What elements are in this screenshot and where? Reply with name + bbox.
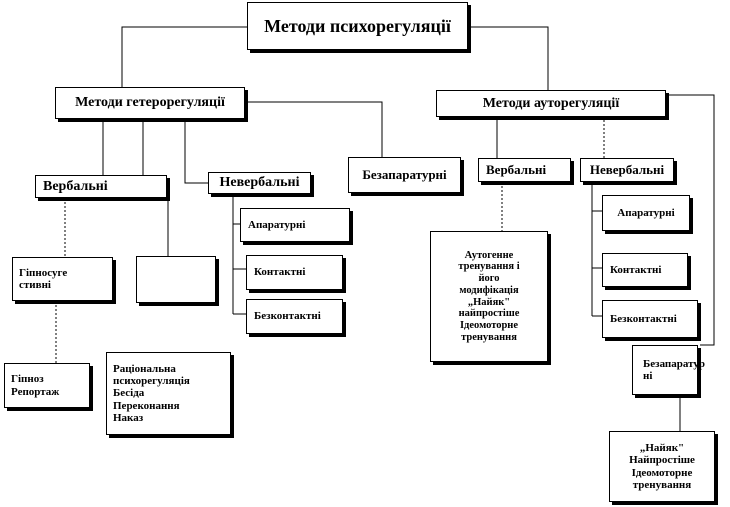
auto-non-apparatus-method: Найпростіше [629, 454, 695, 467]
non-apparatus-label: Безапаратурні [362, 166, 447, 182]
hetero-empty-box [136, 256, 216, 303]
auto-nonverbal-box: Невербальні [580, 158, 674, 182]
auto-verbal-label: Вербальні [486, 161, 547, 177]
rational-line: Наказ [113, 411, 144, 424]
autogenic-line: Ідеомоторне [459, 320, 519, 331]
hetero-contact-label: Контактні [254, 266, 306, 279]
hetero-nonverbal-box: Невербальні [208, 172, 311, 194]
rational-line: Раціональна [113, 362, 176, 375]
hetero-regulation-label: Методи гетерорегуляції [75, 95, 225, 111]
auto-contactless-label: Безконтактні [610, 312, 677, 325]
hetero-verbal-label: Вербальні [43, 178, 108, 194]
rational-line: психорегуляція [113, 375, 190, 388]
autogenic-line: тренування [461, 331, 517, 343]
auto-contact-label: Контактні [610, 263, 662, 276]
autogenic-line: найпростіше [458, 308, 520, 320]
auto-contactless-box: Безконтактні [602, 300, 698, 338]
auto-non-apparatus-method: тренування [632, 478, 692, 491]
root-box: Методи психорегуляції [247, 2, 468, 50]
hypno-method: Гіпноз [11, 373, 44, 386]
hetero-contactless-box: Безконтактні [246, 299, 343, 334]
connector-root-hetero [121, 26, 247, 90]
auto-non-apparatus-method: Ідеомоторне [631, 466, 693, 479]
auto-non-apparatus-line: Безапаратур [643, 357, 705, 370]
auto-nonverbal-label: Невербальні [589, 161, 665, 177]
auto-apparatus-box: Апаратурні [602, 195, 690, 231]
connector-auto-outer [666, 94, 715, 346]
hetero-hypno-box: Гіпносуге стивні [12, 257, 113, 301]
auto-non-apparatus-method: „Найяк" [639, 441, 685, 454]
connector-hetero-nonverbal [184, 120, 208, 184]
hetero-apparatus-label: Апаратурні [248, 218, 306, 231]
autogenic-line: „Найяк" [467, 296, 511, 308]
hetero-rational-box: Раціональна психорегуляція Бесіда Переко… [106, 352, 231, 435]
hetero-contactless-label: Безконтактні [254, 310, 321, 323]
auto-contact-box: Контактні [602, 253, 688, 287]
rational-line: Бесіда [113, 387, 145, 400]
hetero-nonverbal-label: Невербальні [219, 175, 300, 191]
auto-regulation-label: Методи ауторегуляції [482, 95, 620, 111]
hypno-line: стивні [19, 279, 51, 291]
autogenic-line: його [478, 273, 500, 284]
auto-non-apparatus-line: ні [643, 370, 653, 382]
auto-regulation-box: Методи ауторегуляції [436, 90, 666, 117]
connector-root-auto [468, 26, 549, 90]
non-apparatus-box: Безапаратурні [348, 157, 461, 193]
auto-autogenic-box: Аутогенне тренування і його модифікація … [430, 231, 548, 362]
rational-line: Переконання [113, 399, 180, 412]
hetero-contact-box: Контактні [246, 255, 343, 290]
hetero-hypno-methods-box: Гіпноз Репортаж [4, 363, 90, 408]
root-label: Методи психорегуляції [264, 15, 451, 36]
hetero-regulation-box: Методи гетерорегуляції [55, 87, 245, 119]
auto-verbal-box: Вербальні [478, 158, 571, 182]
hypno-line: Гіпносуге [19, 266, 68, 279]
auto-apparatus-label: Апаратурні [617, 206, 675, 219]
hetero-verbal-box: Вербальні [35, 175, 167, 198]
hetero-apparatus-box: Апаратурні [240, 208, 350, 242]
auto-non-apparatus-box: Безапаратур ні [632, 345, 705, 395]
autogenic-line: тренування і [458, 261, 520, 273]
autogenic-line: модифікація [459, 284, 519, 296]
autogenic-line: Аутогенне [464, 249, 514, 261]
auto-non-apparatus-methods-box: „Найяк" Найпростіше Ідеомоторне тренуван… [609, 431, 715, 502]
connector-hetero-nonapparatus [245, 101, 383, 157]
hypno-method: Репортаж [11, 385, 60, 398]
